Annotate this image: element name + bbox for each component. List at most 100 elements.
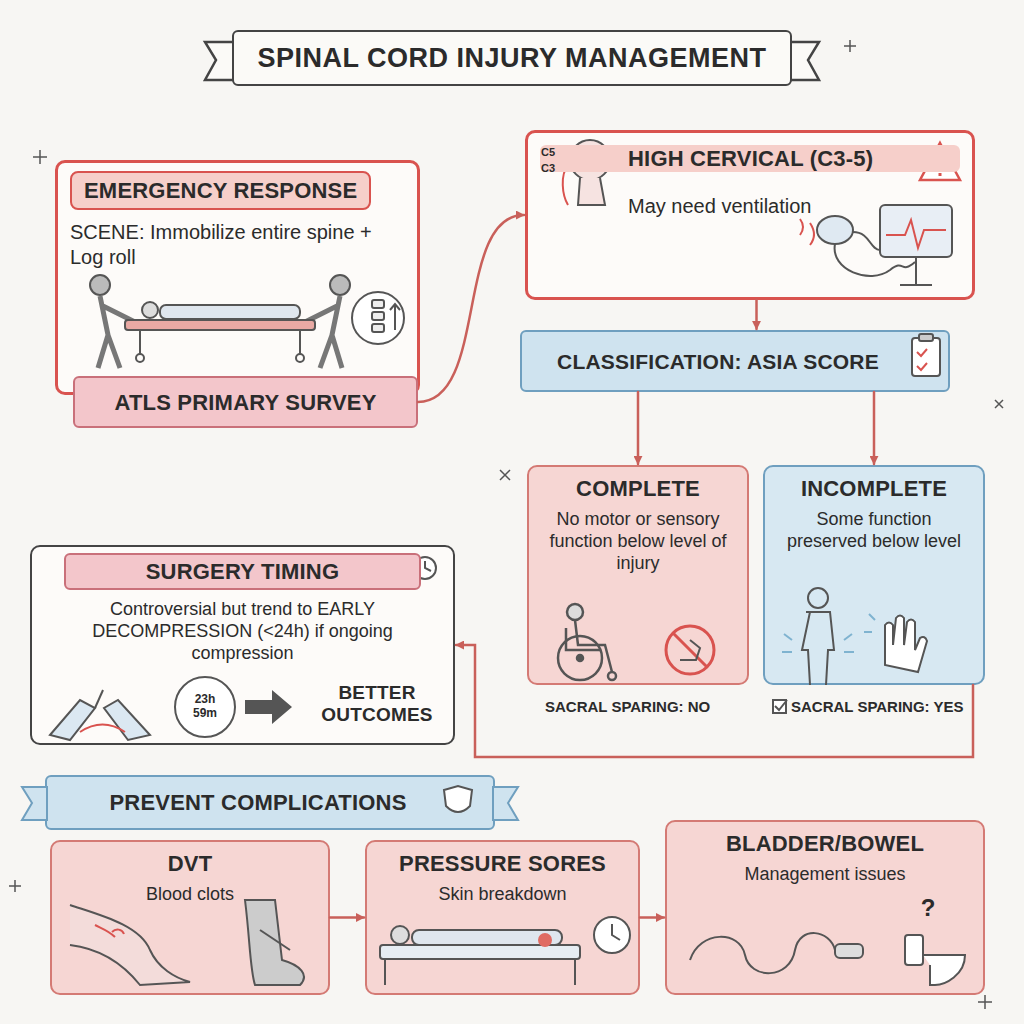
box-heading: PRESSURE SORES xyxy=(379,850,626,877)
wheelchair-icon xyxy=(567,604,583,620)
catheter-toilet xyxy=(905,935,923,965)
question-mark: ? xyxy=(918,893,938,922)
box-heading: EMERGENCY RESPONSE xyxy=(70,171,371,210)
bed-patient xyxy=(594,917,630,953)
flow-arrow xyxy=(330,916,364,919)
wheelchair-icon xyxy=(608,672,616,680)
stretcher-scene xyxy=(160,305,300,319)
bed-patient xyxy=(538,933,552,947)
vertebra-label: C3 xyxy=(541,162,563,175)
incomplete-box: INCOMPLETESome function preserved below … xyxy=(763,465,985,685)
stretcher-scene xyxy=(142,302,158,318)
outcome-arrow xyxy=(245,690,292,724)
catheter-toilet xyxy=(690,933,965,985)
bed-patient xyxy=(412,930,562,945)
partial-function-person xyxy=(864,614,875,632)
stretcher-scene xyxy=(136,354,144,362)
spine-icon xyxy=(372,324,384,332)
bladder-bowel-box: BLADDER/BOWELManagement issues xyxy=(665,820,985,995)
partial-function-person xyxy=(802,612,834,685)
outcome-arrow xyxy=(245,690,292,724)
clock-icon xyxy=(175,677,235,737)
box-body: Some function preserved below level xyxy=(777,508,971,552)
spine-icon xyxy=(372,300,384,308)
outcome-text: BETTER OUTCOMES xyxy=(307,682,447,726)
stretcher-scene xyxy=(125,320,315,330)
partial-function-person xyxy=(808,588,828,608)
surgery-hands xyxy=(50,700,95,740)
header-clock xyxy=(425,561,431,571)
stretcher-scene xyxy=(90,275,350,368)
stretcher-scene xyxy=(98,296,135,368)
no-sign-icon xyxy=(680,640,700,660)
wheelchair-icon xyxy=(566,620,612,672)
atls-ribbon: ATLS PRIMARY SURVEY xyxy=(73,376,418,428)
flow-arrow xyxy=(755,300,758,329)
sparkle-decoration xyxy=(33,150,47,164)
clock-icon xyxy=(175,677,235,737)
wheelchair-icon xyxy=(558,604,616,680)
surgery-hands xyxy=(50,690,150,740)
spine-icon xyxy=(352,292,404,344)
surgery-hands xyxy=(80,725,125,733)
box-heading: DVT xyxy=(64,850,316,877)
checkbox-icon xyxy=(773,700,786,713)
leg-stocking xyxy=(70,900,304,985)
dvt-box: DVTBlood clots xyxy=(50,840,330,995)
box-body: No motor or sensory function below level… xyxy=(541,508,735,574)
leg-stocking xyxy=(95,925,124,937)
sparkle-decoration xyxy=(9,880,21,892)
catheter-toilet xyxy=(690,933,835,973)
checkbox-icon xyxy=(773,700,787,713)
checkbox-icon xyxy=(775,700,787,710)
prevent-ribbon-tails xyxy=(22,787,518,820)
flow-arrow xyxy=(873,392,876,464)
box-heading: ATLS PRIMARY SURVEY xyxy=(114,389,376,416)
sacral-sparing-note: SACRAL SPARING: YES xyxy=(791,698,971,716)
flow-arrow xyxy=(637,392,640,464)
bed-patient xyxy=(385,959,575,985)
no-sign-icon xyxy=(666,626,714,674)
sparkle-decoration xyxy=(500,470,510,480)
title-ribbon-tails xyxy=(205,42,234,80)
wheelchair-icon xyxy=(558,636,602,680)
leg-stocking xyxy=(70,905,190,985)
box-body: May need ventilation xyxy=(540,194,818,219)
box-body: Management issues xyxy=(679,863,971,885)
stretcher-scene xyxy=(305,296,342,368)
spine-icon xyxy=(390,304,400,330)
leg-stocking xyxy=(245,900,304,985)
classification-ribbon: CLASSIFICATION: ASIA SCORE xyxy=(520,330,950,392)
ventilator xyxy=(880,205,952,257)
flow-arrow xyxy=(418,215,524,402)
head-icon xyxy=(563,165,568,205)
box-heading: PREVENT COMPLICATIONS xyxy=(109,789,406,816)
high-cervical-box: HIGH CERVICAL (C3-5) May need ventilation xyxy=(525,130,975,300)
warning-triangle xyxy=(939,155,942,176)
spine-icon xyxy=(352,292,404,344)
prevent-ribbon-tails xyxy=(22,787,47,820)
surgery-hands xyxy=(95,690,103,708)
title-ribbon-tails xyxy=(790,42,819,80)
complete-box: COMPLETENo motor or sensory function bel… xyxy=(527,465,749,685)
shield-icon xyxy=(444,786,472,812)
catheter-toilet xyxy=(923,955,965,985)
pressure-sores-box: PRESSURE SORESSkin breakdown xyxy=(365,840,640,995)
no-sign-icon xyxy=(673,633,707,667)
surgery-timing-box: SURGERY TIMINGControversial but trend to… xyxy=(30,545,455,745)
header-clock xyxy=(414,557,436,579)
head-icon xyxy=(578,178,605,205)
ventilator xyxy=(817,216,853,244)
sparkle-decoration xyxy=(978,995,992,1009)
bed-patient xyxy=(391,926,409,944)
box-heading: HIGH CERVICAL (C3-5) xyxy=(540,145,960,172)
bed-patient xyxy=(380,917,630,985)
flow-arrow xyxy=(456,645,973,757)
box-heading: CLASSIFICATION: ASIA SCORE xyxy=(557,348,879,375)
ventilator xyxy=(800,205,952,285)
vertebra-label: C5 xyxy=(541,146,563,159)
stretcher-scene xyxy=(296,354,304,362)
sacral-sparing-note: SACRAL SPARING: NO xyxy=(545,698,735,716)
